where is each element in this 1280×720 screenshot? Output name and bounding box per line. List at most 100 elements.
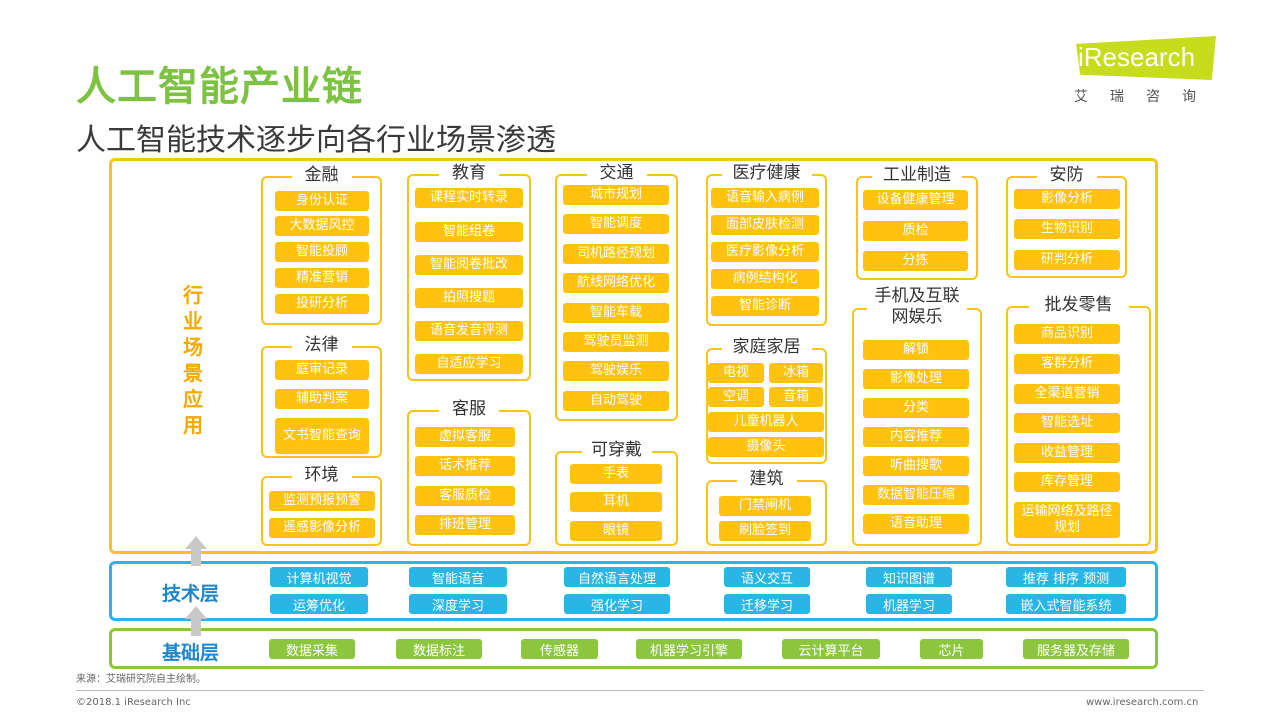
scenario-chip[interactable]: 面部皮肤检测 [711,215,819,235]
scenario-chip[interactable]: 质检 [863,221,968,241]
scenario-chip[interactable]: 听曲搜歌 [863,456,969,476]
page-title: 人工智能产业链 [76,64,363,110]
scenario-chip[interactable]: 驾驶娱乐 [563,361,669,381]
base-chip[interactable]: 云计算平台 [782,639,880,659]
base-chip[interactable]: 芯片 [920,639,983,659]
tech-layer-label: 技术层 [162,583,220,605]
scenario-chip[interactable]: 商品识别 [1014,324,1120,344]
scenario-chip[interactable]: 课程实时转录 [415,188,523,208]
tech-chip[interactable]: 智能语音 [409,567,507,587]
scenario-chip[interactable]: 空调 [708,387,764,407]
scenario-chip[interactable]: 耳机 [570,492,662,512]
scenario-chip[interactable]: 影像处理 [863,369,969,389]
category-retail-title: 批发零售 [1028,295,1129,315]
scenario-chip[interactable]: 儿童机器人 [708,412,824,432]
scenario-chip[interactable]: 智能投顾 [275,242,369,262]
scenario-chip[interactable]: 虚拟客服 [415,427,515,447]
scenario-chip[interactable]: 电视 [708,363,764,383]
tech-chip[interactable]: 嵌入式智能系统 [1006,594,1126,614]
scenario-chip[interactable]: 遥感影像分析 [269,518,375,538]
scenario-chip[interactable]: 设备健康管理 [863,190,968,210]
base-chip[interactable]: 服务器及存储 [1023,639,1129,659]
scenario-chip[interactable]: 客群分析 [1014,354,1120,374]
scenario-chip[interactable]: 航线网络优化 [563,273,669,293]
scenario-chip[interactable]: 拍照搜题 [415,288,523,308]
scenario-chip[interactable]: 文书智能查询 [275,418,369,454]
tech-chip[interactable]: 迁移学习 [724,594,810,614]
scenario-chip[interactable]: 解锁 [863,340,969,360]
category-smart-home-title: 家庭家居 [721,337,812,357]
scenario-chip[interactable]: 门禁闸机 [719,496,811,516]
scenario-chip[interactable]: 投研分析 [275,294,369,314]
scenario-chip[interactable]: 庭审记录 [275,360,369,380]
scenario-chip[interactable]: 智能诊断 [711,296,819,316]
scenario-chip[interactable]: 数据智能压缩 [863,485,969,505]
scenario-chip[interactable]: 智能调度 [563,214,669,234]
scenario-chip[interactable]: 智能选址 [1014,413,1120,433]
up-arrow-icon [185,536,207,566]
scenario-chip[interactable]: 城市规划 [563,185,669,205]
base-chip[interactable]: 数据标注 [396,639,482,659]
scenario-chip[interactable]: 全渠道营销 [1014,384,1120,404]
tech-chip[interactable]: 深度学习 [409,594,507,614]
scenario-chip[interactable]: 运输网络及路径规划 [1014,502,1120,538]
scenario-chip[interactable]: 排班管理 [415,515,515,535]
tech-chip[interactable]: 机器学习 [866,594,952,614]
tech-chip[interactable]: 推荐 排序 预测 [1006,567,1126,587]
scenario-chip[interactable]: 话术推荐 [415,456,515,476]
scenario-chip[interactable]: 音箱 [769,387,823,407]
scenario-chip[interactable]: 分类 [863,398,969,418]
scenario-chip[interactable]: 病例结构化 [711,269,819,289]
scenario-chip[interactable]: 手表 [570,464,662,484]
tech-chip[interactable]: 语义交互 [724,567,810,587]
category-environment-title: 环境 [291,465,352,485]
base-layer-frame [109,628,1158,669]
scenario-chip[interactable]: 智能组卷 [415,222,523,242]
base-chip[interactable]: 机器学习引擎 [636,639,742,659]
scenario-chip[interactable]: 冰箱 [769,363,823,383]
scenario-chip[interactable]: 摄像头 [708,437,824,457]
tech-chip[interactable]: 自然语言处理 [564,567,670,587]
scenario-chip[interactable]: 研判分析 [1014,250,1120,270]
scenario-chip[interactable]: 刷脸签到 [719,521,811,541]
copyright-text: ©2018.1 iResearch Inc [76,697,191,708]
scenario-chip[interactable]: 监测预报预警 [269,491,375,511]
tech-chip[interactable]: 强化学习 [564,594,670,614]
scenario-chip[interactable]: 大数据风控 [275,216,369,236]
category-law-title: 法律 [291,335,352,355]
category-transport-frame [555,174,678,421]
scenario-chip[interactable]: 驾驶员监测 [563,332,669,352]
scenario-chip[interactable]: 司机路径规划 [563,244,669,264]
base-chip[interactable]: 数据采集 [269,639,355,659]
website-link[interactable]: www.iresearch.com.cn [1086,697,1199,708]
scenario-chip[interactable]: 收益管理 [1014,443,1120,463]
category-mobile-internet-title: 手机及互联网娱乐 [867,286,967,328]
category-security-title: 安防 [1036,165,1097,185]
tech-chip[interactable]: 计算机视觉 [270,567,368,587]
base-chip[interactable]: 传感器 [521,639,598,659]
scenario-chip[interactable]: 语音发音评测 [415,321,523,341]
scenario-chip[interactable]: 分拣 [863,251,968,271]
scenario-chip[interactable]: 语音输入病例 [711,188,819,208]
scenario-chip[interactable]: 生物识别 [1014,219,1120,239]
scenario-chip[interactable]: 内容推荐 [863,427,969,447]
scenario-chip[interactable]: 眼镜 [570,521,662,541]
scenario-chip[interactable]: 身份认证 [275,191,369,211]
tech-layer-frame [109,561,1158,621]
logo-wordmark: iResearch [1078,42,1196,72]
scenario-chip[interactable]: 自动驾驶 [563,391,669,411]
scenario-chip[interactable]: 影像分析 [1014,189,1120,209]
scenario-chip[interactable]: 医疗影像分析 [711,242,819,262]
category-education-title: 教育 [439,163,499,183]
scenario-chip[interactable]: 辅助判案 [275,389,369,409]
tech-chip[interactable]: 运筹优化 [270,594,368,614]
application-layer-frame [109,158,1158,554]
scenario-chip[interactable]: 精准营销 [275,268,369,288]
scenario-chip[interactable]: 智能阅卷批改 [415,255,523,275]
scenario-chip[interactable]: 智能车载 [563,303,669,323]
scenario-chip[interactable]: 自适应学习 [415,354,523,374]
scenario-chip[interactable]: 库存管理 [1014,472,1120,492]
scenario-chip[interactable]: 客服质检 [415,486,515,506]
scenario-chip[interactable]: 语音助理 [863,514,969,534]
tech-chip[interactable]: 知识图谱 [866,567,952,587]
